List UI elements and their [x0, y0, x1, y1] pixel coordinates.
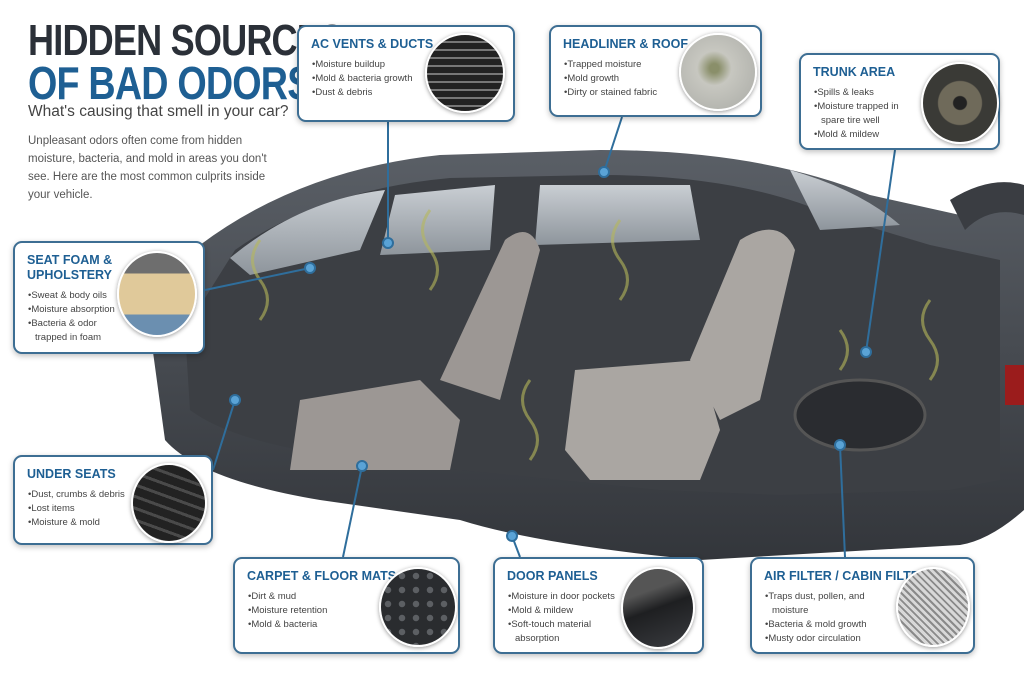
callout-air-filter: AIR FILTER / CABIN FILTER Traps dust, po… — [750, 557, 975, 654]
list-item: Bacteria & odor trapped in foam — [27, 317, 127, 345]
callout-carpet: CARPET & FLOOR MATS Dirt & mudMoisture r… — [233, 557, 460, 654]
list-item: Dust, crumbs & debris — [27, 488, 199, 502]
list-item: Moisture buildup — [311, 58, 501, 72]
windshield — [230, 190, 385, 275]
quarter-window — [790, 170, 900, 230]
list-item: Dirty or stained fabric — [563, 86, 748, 100]
list-item: Soft-touch material absorption — [507, 618, 622, 646]
list-item: Dust & debris — [311, 86, 501, 100]
under-seat-image — [131, 463, 207, 543]
callout-title: DOOR PANELS — [507, 569, 598, 583]
list-item: Moisture retention — [247, 604, 446, 618]
list-item: Mold & bacteria — [247, 618, 446, 632]
title-line-2: OF BAD ODORS — [28, 57, 312, 109]
list-item: Lost items — [27, 502, 199, 516]
door-pocket-image — [621, 567, 695, 649]
callout-title: UNDER SEATS — [27, 467, 116, 481]
moldy-fabric-image — [679, 33, 757, 111]
front-seat — [290, 232, 540, 470]
callout-title: TRUNK AREA — [813, 65, 896, 79]
trunk-lid — [950, 182, 1024, 230]
callout-seat-foam: SEAT FOAM & UPHOLSTERY Sweat & body oils… — [13, 241, 205, 354]
callout-ac-vents: AC VENTS & DUCTS Moisture buildupMold & … — [297, 25, 515, 122]
callout-title: AC VENTS & DUCTS — [311, 37, 434, 51]
callout-trunk: TRUNK AREA Spills & leaksMoisture trappe… — [799, 53, 1000, 150]
list-item: Musty odor circulation — [764, 632, 879, 646]
intro-text: Unpleasant odors often come from hidden … — [28, 135, 267, 201]
seat-foam-image — [117, 251, 197, 337]
rear-seat — [565, 229, 795, 480]
cabin-filter-image — [896, 567, 970, 647]
callout-door-panels: DOOR PANELS Moisture in door pocketsMold… — [493, 557, 704, 654]
odor-wisps — [251, 209, 939, 461]
list-item: Moisture trapped in spare tire well — [813, 100, 913, 128]
list-item: Moisture & mold — [27, 516, 199, 530]
air-vent-image — [425, 33, 505, 113]
list-item: Bacteria & mold growth — [764, 618, 879, 632]
front-window — [380, 185, 495, 255]
floor-mat-image — [379, 567, 457, 647]
spare-tire-well — [793, 378, 927, 452]
list-item: Mold growth — [563, 72, 748, 86]
callout-title: CARPET & FLOOR MATS — [247, 569, 397, 583]
callout-title: AIR FILTER / CABIN FILTER — [764, 569, 929, 583]
subtitle: What's causing that smell in your car? — [28, 103, 289, 120]
list-item: Spills & leaks — [813, 86, 913, 100]
list-item: Mold & mildew — [507, 604, 622, 618]
callout-title: SEAT FOAM & UPHOLSTERY — [27, 253, 113, 282]
list-item: Sweat & body oils — [27, 289, 127, 303]
list-item: Moisture in door pockets — [507, 590, 622, 604]
list-item: Mold & mildew — [813, 128, 913, 142]
list-item: Dirt & mud — [247, 590, 446, 604]
rear-window — [535, 185, 700, 245]
list-item: Trapped moisture — [563, 58, 748, 72]
spare-tire-well-image — [921, 62, 999, 144]
title-line-1: HIDDEN SOURCES — [28, 16, 344, 65]
list-item: Mold & bacteria growth — [311, 72, 501, 86]
leader-lines — [204, 116, 896, 558]
list-item: Traps dust, pollen, and moisture — [764, 590, 879, 618]
tail-light — [1005, 365, 1024, 405]
list-item: Moisture absorption — [27, 303, 127, 317]
callout-under-seats: UNDER SEATS Dust, crumbs & debrisLost it… — [13, 455, 213, 545]
callout-title: HEADLINER & ROOF — [563, 37, 688, 51]
callout-headliner: HEADLINER & ROOF Trapped moistureMold gr… — [549, 25, 762, 117]
